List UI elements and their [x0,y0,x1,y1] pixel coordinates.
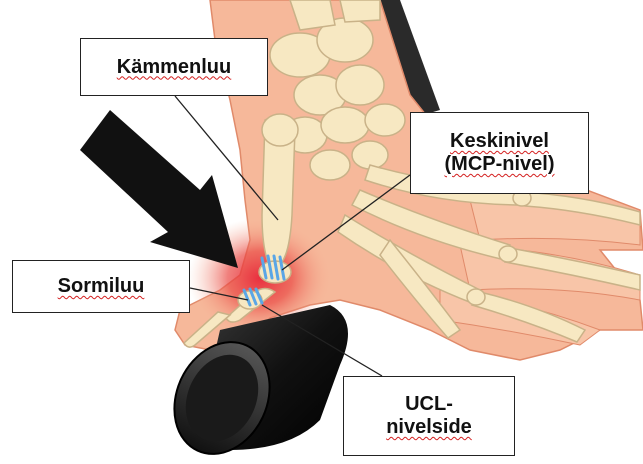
force-arrow [80,110,238,268]
label-mcp-line1: Keskinivel [450,130,549,153]
label-phalanx-text: Sormiluu [58,275,145,298]
label-metacarpal-text: Kämmenluu [117,56,231,79]
label-mcp-joint: Keskinivel (MCP-nivel) [410,112,589,194]
label-mcp-line2: (MCP-nivel) [445,153,555,176]
label-ucl-ligament: UCL- nivelside [343,376,515,456]
label-phalanx: Sormiluu [12,260,190,313]
label-metacarpal: Kämmenluu [80,38,268,96]
label-ucl-line1: UCL- [405,393,453,416]
label-ucl-line2: nivelside [386,416,472,439]
